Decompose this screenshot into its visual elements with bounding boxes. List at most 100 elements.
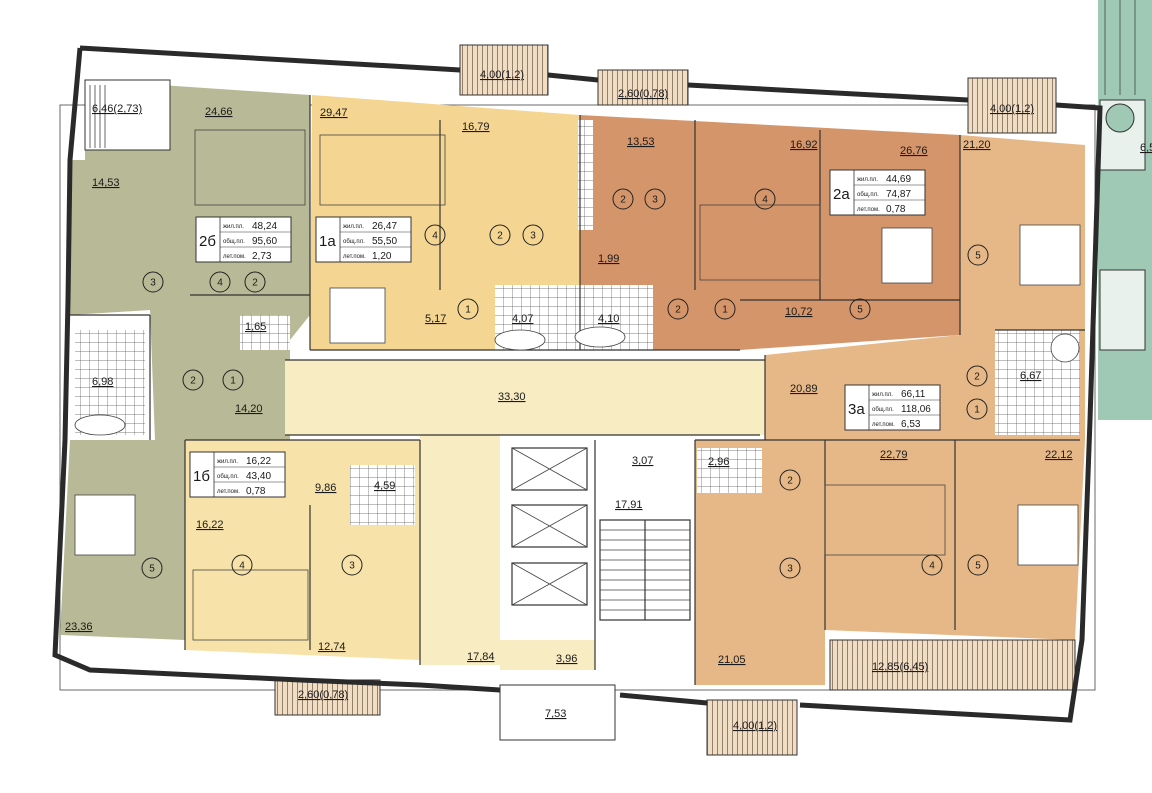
room-number-marker: 3	[779, 557, 801, 579]
room-area-label: 4,00(1,2)	[480, 69, 524, 81]
room-number: 4	[762, 195, 768, 206]
room-area-label: 22,79	[880, 449, 908, 461]
apartment-field-value: 95,60	[252, 236, 277, 247]
apartment-id: 3а	[848, 401, 865, 418]
room-area-label: 29,47	[320, 107, 348, 119]
room-area-label: 10,72	[785, 306, 813, 318]
apartment-field-value: 26,47	[372, 221, 397, 232]
staircase	[599, 519, 691, 621]
room-area-label: 6,5	[1140, 142, 1152, 154]
elevator-shafts	[511, 447, 588, 606]
apartment-field-value: 0,78	[246, 486, 266, 497]
room-number: 2	[974, 372, 980, 383]
apartment-id: 2б	[199, 233, 216, 250]
room-number: 4	[929, 561, 935, 572]
room-area-label: 9,86	[315, 482, 336, 494]
room-number: 3	[150, 278, 156, 289]
room-number-marker: 5	[967, 554, 989, 576]
room-number-marker: 4	[231, 554, 253, 576]
room-area-label: 3,07	[632, 455, 653, 467]
room-area-label: 1,65	[245, 321, 266, 333]
room-number: 2	[787, 476, 793, 487]
apartment-field-label: жил.пл.	[857, 177, 878, 183]
room-number-marker: 4	[754, 188, 776, 210]
room-number: 4	[217, 278, 223, 289]
room-area-label: 2,60(0,78)	[618, 88, 668, 100]
room-area-label: 2,60(0,78)	[298, 689, 348, 701]
room-area-label: 4,10	[598, 313, 619, 325]
room-area-label: 20,89	[790, 383, 818, 395]
apartment-field-label: общ.пл.	[223, 239, 245, 245]
room-area-label: 6,98	[92, 376, 113, 388]
room-number-marker: 5	[849, 298, 871, 320]
room-number-marker: 5	[141, 557, 163, 579]
room-number-marker: 2	[966, 365, 988, 387]
furniture	[74, 129, 1081, 641]
room-area-label: 16,22	[196, 519, 224, 531]
room-number: 1	[974, 405, 980, 416]
apartment-field-label: общ.пл.	[872, 407, 894, 413]
room-area-label: 6,46(2,73)	[92, 103, 142, 115]
room-number: 3	[530, 231, 536, 242]
room-area-label: 3,96	[556, 653, 577, 665]
room-area-label: 17,91	[615, 499, 643, 511]
apartment-field-label: жил.пл.	[217, 459, 238, 465]
room-area-label: 4,00(1,2)	[733, 720, 777, 732]
apartment-field-label: лет.пом.	[223, 254, 246, 260]
apartment-field-value: 44,69	[886, 174, 911, 185]
room-number: 2	[620, 195, 626, 206]
neighbor-building	[1098, 0, 1152, 420]
room-area-label: 4,59	[374, 480, 395, 492]
room-area-label: 21,05	[718, 654, 746, 666]
room-number: 3	[652, 195, 658, 206]
room-number: 2	[497, 231, 503, 242]
room-area-label: 23,36	[65, 621, 93, 633]
room-number-marker: 1	[966, 398, 988, 420]
room-area-label: 22,12	[1045, 449, 1073, 461]
apartment-id: 2а	[833, 186, 850, 203]
room-area-label: 6,67	[1020, 370, 1041, 382]
room-number-marker: 3	[341, 554, 363, 576]
apartment-field-value: 43,40	[246, 471, 271, 482]
apartment-field-label: лет.пом.	[872, 422, 895, 428]
room-area-label: 13,53	[627, 136, 655, 148]
apartment-field-label: лет.пом.	[217, 489, 240, 495]
balconies	[84, 44, 1076, 756]
apartment-info-box: 1б жил.пл. 16,22 общ.пл. 43,40 лет.пом. 0,78	[189, 451, 286, 498]
room-number-marker: 4	[921, 554, 943, 576]
apartment-field-label: общ.пл.	[217, 474, 239, 480]
interior-walls	[70, 95, 1085, 685]
room-number-marker: 2	[489, 224, 511, 246]
room-number-marker: 1	[457, 298, 479, 320]
apartment-field-value: 16,22	[246, 456, 271, 467]
room-number-marker: 2	[244, 271, 266, 293]
room-number-marker: 1	[714, 298, 736, 320]
room-number-marker: 4	[424, 224, 446, 246]
room-number-marker: 4	[209, 271, 231, 293]
room-number: 1	[230, 376, 236, 387]
room-number: 5	[149, 564, 155, 575]
apartment-id: 1а	[319, 233, 336, 250]
room-area-label: 4,07	[512, 313, 533, 325]
apartment-id: 1б	[193, 468, 210, 485]
room-number-marker: 2	[779, 469, 801, 491]
apartment-field-value: 55,50	[372, 236, 397, 247]
room-area-label: 14,53	[92, 177, 120, 189]
apartment-field-label: лет.пом.	[857, 207, 880, 213]
room-area-label: 12,85(6,45)	[872, 661, 928, 673]
apartment-field-label: лет.пом.	[343, 254, 366, 260]
room-number-marker: 5	[967, 244, 989, 266]
room-area-label: 16,92	[790, 139, 818, 151]
room-area-label: 12,74	[318, 641, 346, 653]
room-area-label: 2,96	[708, 456, 729, 468]
apartment-field-value: 6,53	[901, 419, 921, 430]
apartment-field-label: жил.пл.	[872, 392, 893, 398]
room-area-label: 4,00(1,2)	[990, 103, 1034, 115]
apartment-field-label: жил.пл.	[223, 224, 244, 230]
apartment-field-label: общ.пл.	[857, 192, 879, 198]
room-number: 1	[722, 305, 728, 316]
apartment-field-value: 66,11	[901, 389, 926, 400]
